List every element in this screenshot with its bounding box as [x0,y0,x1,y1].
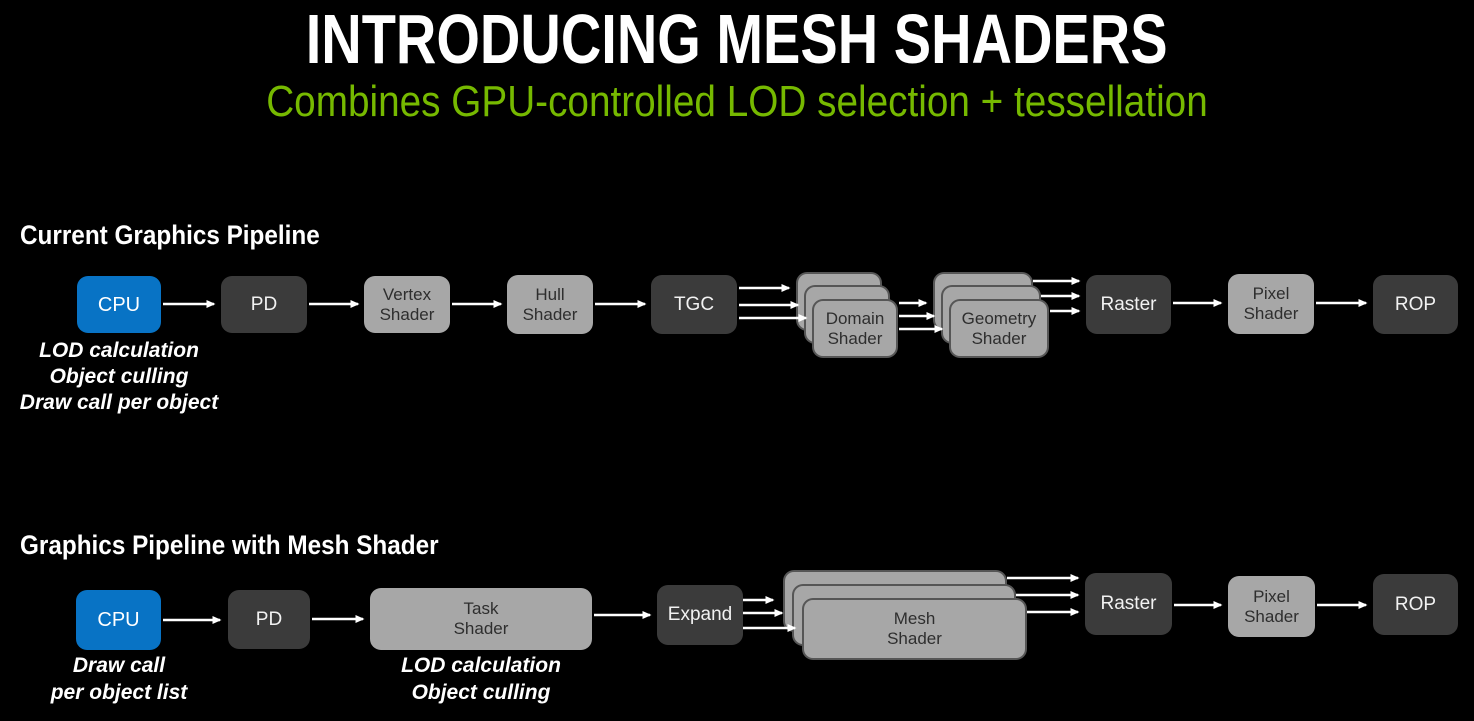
title-row: INTRODUCING MESH SHADERS [0,4,1474,74]
slide-title: INTRODUCING MESH SHADERS [306,0,1168,78]
node-domain-shader: Domain Shader [812,299,898,358]
note-line: Draw call [72,654,166,677]
node-hull-shader: Hull Shader [507,275,593,334]
cpu-notes-mesh: Draw call per object list [0,652,238,706]
section-heading-mesh-pipeline: Graphics Pipeline with Mesh Shader [20,530,439,560]
node-geometry-shader: Geometry Shader [949,299,1049,358]
node-pd-mesh: PD [228,590,310,649]
node-rop-mesh: ROP [1373,574,1458,635]
note-line: per object list [50,681,188,704]
node-tgc: TGC [651,275,737,334]
node-pixel-shader-current: Pixel Shader [1228,274,1314,334]
note-line: LOD calculation [401,654,561,677]
node-mesh-shader: Mesh Shader [802,598,1027,660]
slide-subtitle: Combines GPU-controlled LOD selection + … [266,77,1208,126]
node-cpu-current: CPU [77,276,161,333]
note-line: Draw call per object [19,391,219,414]
note-line: Object culling [49,365,189,388]
node-pixel-shader-mesh: Pixel Shader [1228,576,1315,637]
note-line: Object culling [411,681,551,704]
node-task-shader: Task Shader [370,588,592,650]
subtitle-row: Combines GPU-controlled LOD selection + … [0,80,1474,124]
cpu-notes-current: LOD calculation Object culling Draw call… [0,338,238,416]
task-shader-notes: LOD calculation Object culling [361,652,601,706]
node-raster-mesh: Raster [1085,573,1172,635]
node-vertex-shader: Vertex Shader [364,276,450,333]
node-cpu-mesh: CPU [76,590,161,650]
node-rop-current: ROP [1373,275,1458,334]
section-heading-current-pipeline: Current Graphics Pipeline [20,220,320,250]
note-line: LOD calculation [39,339,199,362]
node-pd-current: PD [221,276,307,333]
node-raster-current: Raster [1086,275,1171,334]
node-expand: Expand [657,585,743,645]
